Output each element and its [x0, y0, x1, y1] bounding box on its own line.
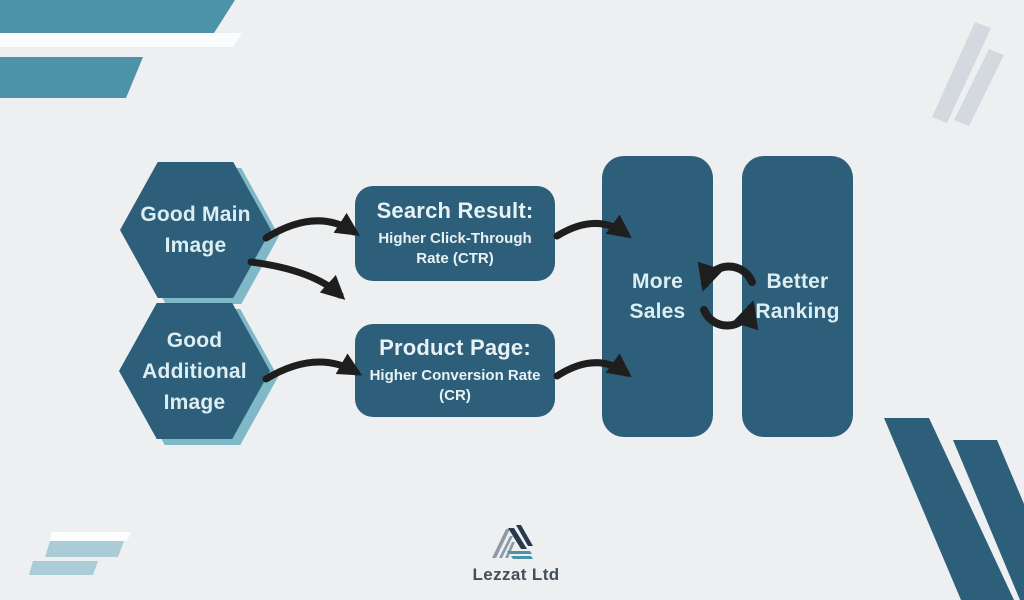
- corner-stripe-top-left-1: [0, 0, 235, 33]
- effect-subtitle: Higher Click-Through Rate (CTR): [378, 230, 532, 267]
- hexagon-label-line: Good: [166, 328, 223, 352]
- brand-name: Lezzat Ltd: [472, 565, 560, 584]
- outcome-label-line: Sales: [629, 299, 686, 323]
- input-hexagon-good-main-image: Good Main Image: [120, 162, 279, 304]
- hexagon-label-line: Good Main: [140, 203, 251, 226]
- outcome-label-line: Ranking: [755, 299, 840, 323]
- corner-stripe-bottom-right-1: [884, 418, 1014, 600]
- corner-stripe-top-right-1: [932, 22, 991, 123]
- corner-stripe-top-left-white: [0, 33, 242, 47]
- arrow-additional-image-to-product-page: [262, 353, 363, 383]
- corner-stripe-bottom-left-white: [49, 532, 131, 541]
- hexagon-label-line: Image: [164, 234, 227, 257]
- outcome-box-better-ranking: Better Ranking: [742, 156, 853, 437]
- effect-title: Product Page:: [379, 335, 531, 360]
- arrow-main-image-to-search-result: [262, 212, 360, 242]
- outcome-label-line: Better: [766, 269, 829, 293]
- effect-box-product-page: Product Page: Higher Conversion Rate (CR…: [355, 324, 555, 417]
- corner-stripe-bottom-right-2: [953, 440, 1024, 600]
- lezzat-logo-icon: [492, 525, 533, 559]
- corner-stripe-top-right-2: [954, 49, 1004, 126]
- outcome-label-line: More: [632, 269, 683, 293]
- hexagon-label-line: Additional: [142, 359, 247, 383]
- corner-stripe-bottom-left-2: [29, 561, 98, 575]
- corner-stripe-bottom-left-1: [45, 541, 124, 557]
- outcome-box-more-sales: More Sales: [602, 156, 713, 437]
- effect-subtitle: Higher Conversion Rate (CR): [369, 367, 541, 404]
- corner-stripe-top-left-2: [0, 57, 143, 98]
- effect-title: Search Result:: [376, 198, 534, 223]
- effect-box-search-result: Search Result: Higher Click-Through Rate…: [355, 186, 555, 281]
- input-hexagon-good-additional-image: Good Additional Image: [119, 303, 278, 445]
- hexagon-label-line: Image: [163, 390, 226, 414]
